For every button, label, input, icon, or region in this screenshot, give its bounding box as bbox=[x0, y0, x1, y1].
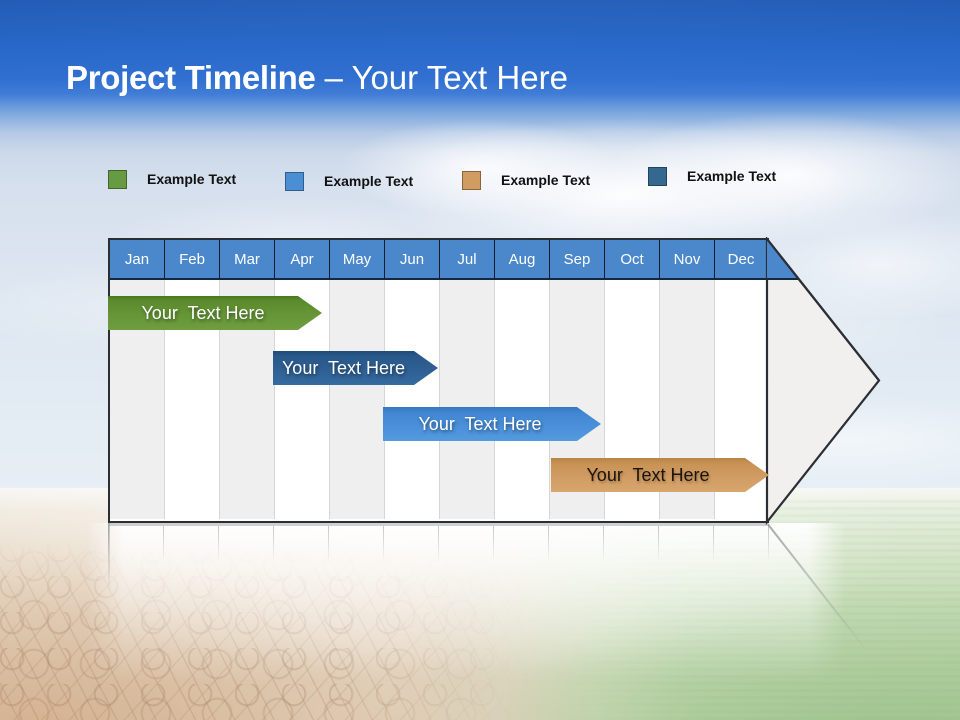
task-bar-darkblue[interactable]: Your Text Here bbox=[273, 351, 438, 385]
month-cell-mar: Mar bbox=[220, 240, 275, 278]
legend-swatch-blue bbox=[285, 171, 304, 191]
task-bar-label[interactable]: Your Text Here bbox=[418, 413, 542, 434]
grid-column bbox=[385, 280, 440, 519]
slide-title[interactable]: Project Timeline– Your Text Here bbox=[66, 58, 568, 98]
task-bar-blue[interactable]: Your Text Here bbox=[383, 407, 601, 441]
task-bar-tan[interactable]: Your Text Here bbox=[551, 458, 769, 492]
task-bar-green[interactable]: Your Text Here bbox=[108, 296, 322, 330]
grid-column bbox=[495, 280, 550, 519]
task-bar-label[interactable]: Your Text Here bbox=[281, 357, 406, 378]
task-bar-label[interactable]: Your Text Here bbox=[141, 302, 265, 323]
grid-column bbox=[330, 280, 385, 519]
month-cell-dec: Dec bbox=[715, 240, 767, 278]
legend-item-green: Example Text bbox=[108, 169, 236, 189]
month-cell-jun: Jun bbox=[385, 240, 440, 278]
month-cell-sep: Sep bbox=[550, 240, 605, 278]
month-cell-aug: Aug bbox=[495, 240, 550, 278]
slide-title-bold: Project Timeline bbox=[66, 59, 316, 96]
legend-swatch-tan bbox=[462, 170, 481, 190]
reflection-column-lines bbox=[108, 526, 769, 562]
reflection-left-edge bbox=[108, 523, 110, 593]
task-bar-label[interactable]: Your Text Here bbox=[586, 464, 710, 485]
legend-item-tan: Example Text bbox=[462, 170, 590, 190]
timeline-arrowhead bbox=[765, 237, 881, 525]
legend-label[interactable]: Example Text bbox=[501, 172, 591, 188]
legend-swatch-darkblue bbox=[648, 166, 667, 186]
legend-item-darkblue: Example Text bbox=[648, 166, 776, 186]
legend-label[interactable]: Example Text bbox=[687, 168, 777, 184]
legend-label[interactable]: Example Text bbox=[324, 173, 414, 189]
month-cell-jul: Jul bbox=[440, 240, 495, 278]
month-cell-feb: Feb bbox=[165, 240, 220, 278]
month-header-row: Jan Feb Mar Apr May Jun Jul Aug Sep Oct … bbox=[110, 240, 769, 280]
month-cell-jan: Jan bbox=[110, 240, 165, 278]
month-cell-nov: Nov bbox=[660, 240, 715, 278]
legend-item-blue: Example Text bbox=[285, 171, 413, 191]
month-cell-may: May bbox=[330, 240, 385, 278]
legend-swatch-green bbox=[108, 169, 127, 189]
reflection-table-edge bbox=[108, 523, 769, 526]
grid-column bbox=[440, 280, 495, 519]
legend-label[interactable]: Example Text bbox=[147, 171, 237, 187]
month-cell-apr: Apr bbox=[275, 240, 330, 278]
month-cell-oct: Oct bbox=[605, 240, 660, 278]
slide-title-subtitle: – Your Text Here bbox=[324, 59, 568, 96]
